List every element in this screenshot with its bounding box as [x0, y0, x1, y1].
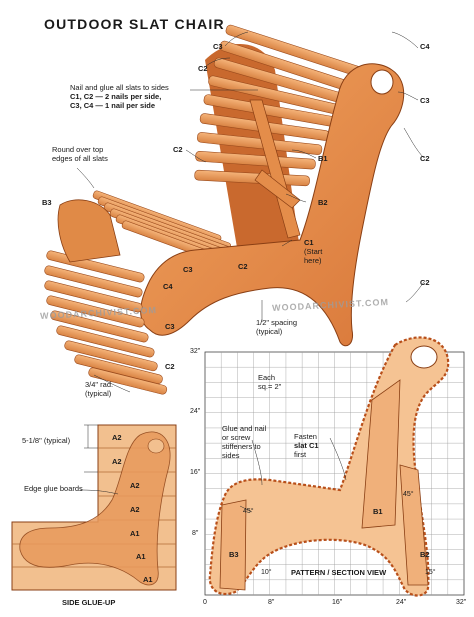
- label-c3-lower: C3: [165, 322, 175, 331]
- label-c3-right: C3: [420, 96, 430, 105]
- radius-note-line2: (typical): [85, 389, 112, 398]
- pattern-label-b2: B2: [420, 550, 430, 559]
- x-tick-32: 32": [456, 599, 467, 606]
- nail-glue-note-line1: Nail and glue all slats to sides: [70, 83, 169, 92]
- round-over-note: Round over top edges of all slats: [52, 145, 108, 163]
- pattern-angle-15: 15°: [425, 569, 436, 576]
- pattern-b2: [399, 464, 429, 586]
- pattern-glue-note-line4: sides: [222, 451, 240, 460]
- glueup-board-5: A1: [130, 529, 140, 538]
- front-panel-b3: [57, 199, 121, 263]
- leader-lines: [76, 31, 425, 393]
- pattern-fasten-line2: slat C1: [294, 441, 319, 450]
- start-here-line2: (Start: [304, 247, 323, 256]
- label-c2-front: C2: [238, 262, 248, 271]
- label-c2-lower: C2: [165, 362, 175, 371]
- x-tick-8: 8": [268, 599, 275, 606]
- pattern-fasten-note: Fasten slat C1 first: [294, 432, 319, 459]
- chair-illustration: [44, 24, 425, 395]
- pattern-glue-note-line3: stiffeners to: [222, 442, 261, 451]
- label-c4-top: C4: [420, 42, 430, 51]
- side-glueup-drawing: [11, 424, 177, 591]
- pattern-caption: PATTERN / SECTION VIEW: [291, 568, 387, 577]
- pattern-b1: [361, 379, 401, 529]
- pattern-angle-45-right: 45°: [403, 491, 414, 498]
- radius-note: 3/4" rad. (typical): [85, 380, 113, 398]
- label-b1: B1: [318, 154, 328, 163]
- radius-note-line1: 3/4" rad.: [85, 380, 114, 389]
- pattern-grid-scale-line2: sq.= 2": [258, 382, 282, 391]
- glueup-board-1: A2: [112, 433, 122, 442]
- pattern-leaders: [239, 437, 347, 513]
- round-over-note-line1: Round over top: [52, 145, 104, 154]
- label-c4-front: C4: [163, 282, 173, 291]
- label-c3-top: C3: [213, 42, 223, 51]
- nail-glue-note: Nail and glue all slats to sides C1, C2 …: [70, 83, 169, 110]
- glueup-board-7: A1: [143, 575, 153, 584]
- round-over-note-line2: edges of all slats: [52, 154, 108, 163]
- pattern-grid-scale: Each sq.= 2": [258, 373, 281, 391]
- glueup-board-4: A2: [130, 505, 140, 514]
- start-here-line3: here): [304, 256, 322, 265]
- x-tick-24: 24": [396, 599, 407, 606]
- pattern-b3: [219, 499, 247, 591]
- y-tick-32: 32": [190, 348, 201, 355]
- pattern-label-b1: B1: [373, 507, 383, 516]
- spacing-dimension: [79, 424, 119, 495]
- handle-hole: [370, 69, 394, 95]
- label-c2-far-right: C2: [420, 278, 430, 287]
- start-here-note: C1 (Start here): [304, 238, 322, 265]
- near-side-panel: [140, 63, 405, 347]
- glueup-board-2: A2: [112, 457, 122, 466]
- label-c2-upper: C2: [198, 64, 208, 73]
- pattern-fasten-line1: Fasten: [294, 432, 317, 441]
- pattern-angle-10: 10°: [261, 569, 272, 576]
- label-c3-front: C3: [183, 265, 193, 274]
- stiffener-b2: [254, 169, 301, 209]
- glueup-board-6: A1: [136, 552, 146, 561]
- x-tick-0: 0: [203, 599, 207, 606]
- spacing-note-line1: 1/2" spacing: [256, 318, 298, 327]
- page-title: OUTDOOR SLAT CHAIR: [44, 16, 225, 32]
- spacing-note: 1/2" spacing (typical): [256, 318, 297, 336]
- pattern-handle-hole: [410, 345, 438, 369]
- pattern-label-b3: B3: [229, 550, 239, 559]
- y-tick-8: 8": [192, 530, 199, 537]
- glueup-board-3: A2: [130, 481, 140, 490]
- pattern-fasten-line3: first: [294, 450, 307, 459]
- glueup-edge-label: Edge glue boards: [24, 484, 83, 493]
- label-b3: B3: [42, 198, 52, 207]
- pattern-glue-note-line2: or screw: [222, 433, 251, 442]
- nail-glue-note-line2: C1, C2 — 2 nails per side,: [70, 92, 162, 101]
- glueup-spacing-label: 5-1/8" (typical): [22, 436, 71, 445]
- label-c2-mid: C2: [173, 145, 183, 154]
- glueup-side-shape: [19, 431, 171, 586]
- pattern-glue-note-line1: Glue and nail: [222, 424, 267, 433]
- pattern-grid: [204, 336, 465, 597]
- x-tick-16: 16": [332, 599, 343, 606]
- spacing-note-line2: (typical): [256, 327, 283, 336]
- glueup-caption: SIDE GLUE-UP: [62, 598, 116, 607]
- y-tick-24: 24": [190, 408, 201, 415]
- start-here-line1: C1: [304, 238, 314, 247]
- pattern-glue-note: Glue and nail or screw stiffeners to sid…: [222, 424, 266, 460]
- pattern-angle-45-left: 45°: [243, 508, 254, 515]
- y-tick-16: 16": [190, 469, 201, 476]
- pattern-grid-scale-line1: Each: [258, 373, 276, 382]
- label-b2: B2: [318, 198, 328, 207]
- nail-glue-note-line3: C3, C4 — 1 nail per side: [70, 101, 156, 110]
- label-c2-right: C2: [420, 154, 430, 163]
